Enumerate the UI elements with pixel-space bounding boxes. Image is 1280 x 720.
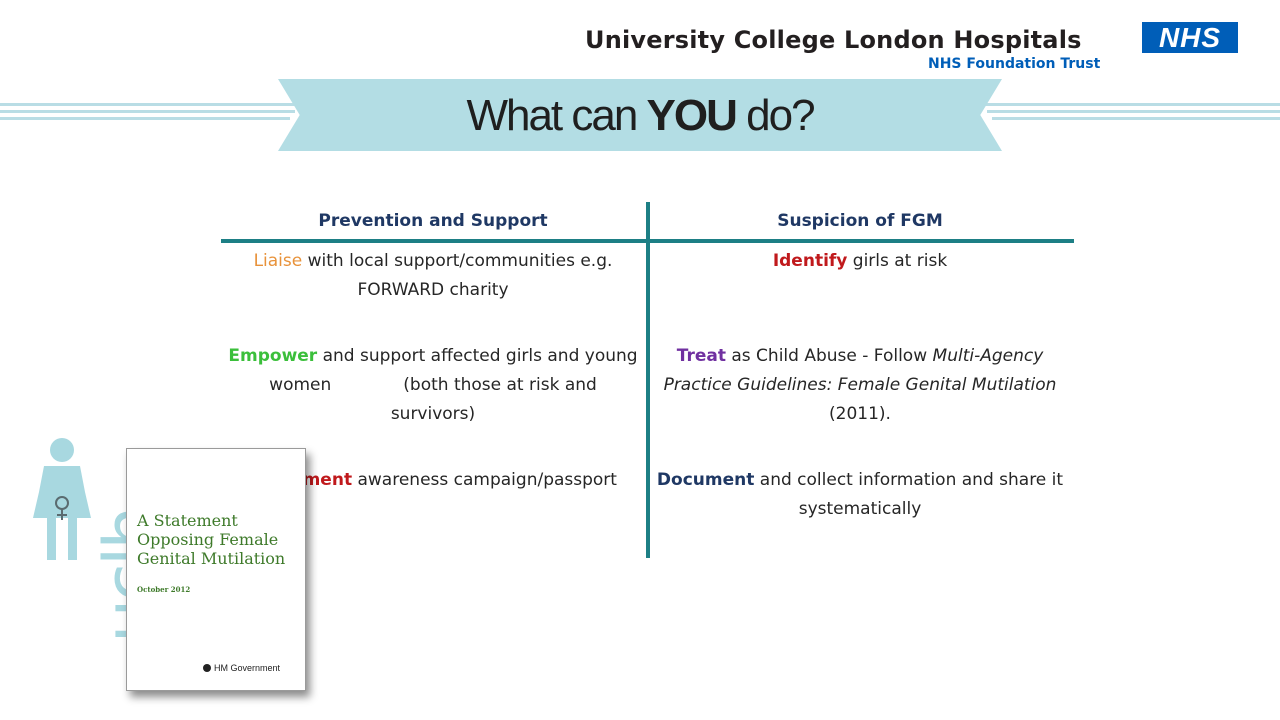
column-header-prevention: Prevention and Support xyxy=(318,211,548,231)
publication-title: A Statement Opposing Female Genital Muti… xyxy=(137,511,286,568)
cell-treat: Treat as Child Abuse - Follow Multi-Agen… xyxy=(663,346,1057,424)
cell-empower: Empower and support affected girls and y… xyxy=(228,346,638,424)
publication-cover: A Statement Opposing Female Genital Muti… xyxy=(126,448,306,691)
keyword-document: Document xyxy=(656,470,755,490)
female-figure-icon xyxy=(33,438,91,560)
cell-document: Document and collect information and sha… xyxy=(656,470,1064,519)
stripe-right-2 xyxy=(987,110,1280,113)
table-column-divider xyxy=(646,202,650,558)
page-title: What can YOU do? xyxy=(466,91,815,140)
org-subtitle: NHS Foundation Trust xyxy=(928,56,1101,72)
org-name: University College London Hospitals xyxy=(585,26,1082,54)
keyword-empower: Empower xyxy=(228,346,318,366)
keyword-identify: Identify xyxy=(772,251,848,271)
crest-icon xyxy=(203,664,211,672)
column-header-suspicion: Suspicion of FGM xyxy=(777,211,943,231)
title-banner xyxy=(278,79,1002,151)
stripe-left-1 xyxy=(0,103,300,106)
stripe-left-2 xyxy=(0,110,295,113)
stripe-right-1 xyxy=(982,103,1280,106)
keyword-treat: Treat xyxy=(676,346,726,366)
keyword-liaise: Liaise xyxy=(253,251,303,271)
stripe-left-3 xyxy=(0,117,290,120)
stripe-right-3 xyxy=(992,117,1280,120)
publication-date: October 2012 xyxy=(137,585,191,594)
cell-identify: Identify girls at risk xyxy=(772,251,948,271)
cell-liaise: Liaise with local support/communities e.… xyxy=(253,251,613,300)
publisher: HM Government xyxy=(203,663,280,673)
nhs-logo: NHS xyxy=(1142,22,1238,53)
